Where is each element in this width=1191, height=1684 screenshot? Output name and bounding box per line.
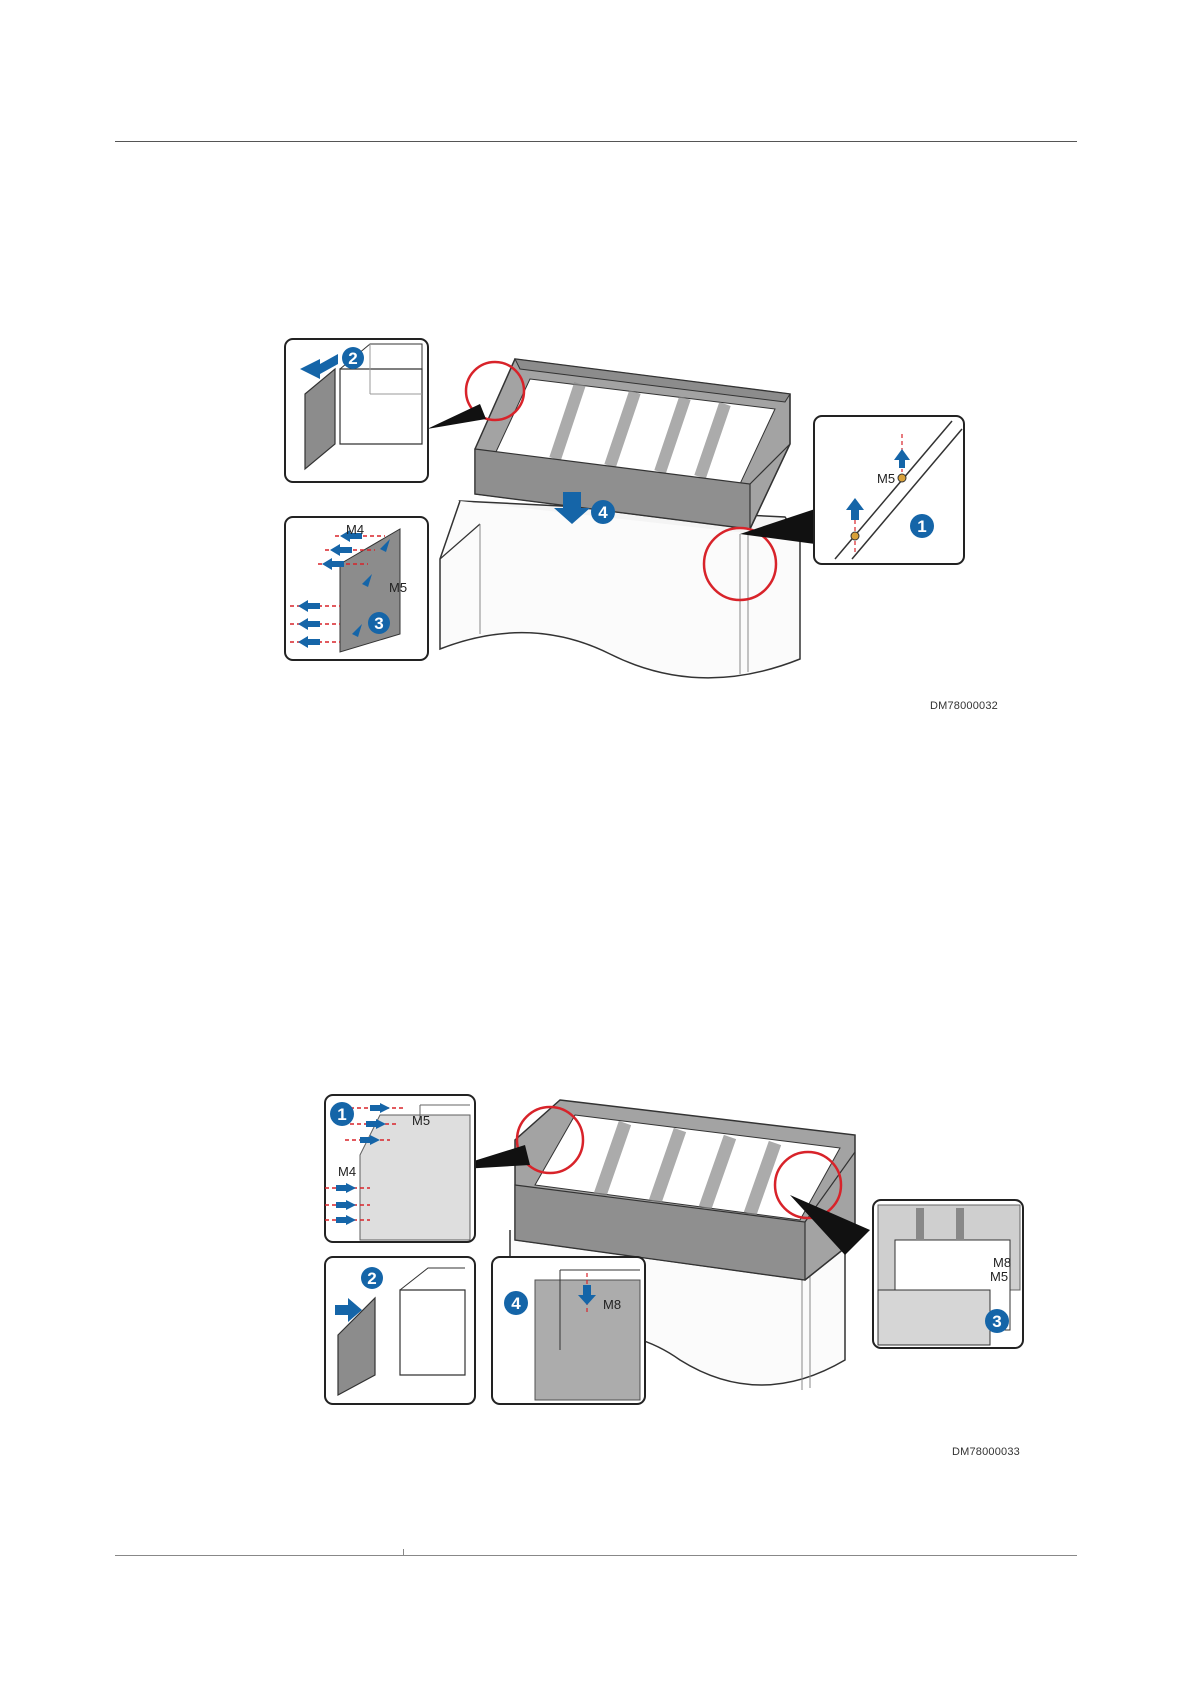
inset-step-2: 2 xyxy=(285,339,428,482)
step-2-number-2: 2 xyxy=(367,1269,376,1288)
step-3-number-2: 3 xyxy=(992,1312,1001,1331)
m5-label-inset2-1: M5 xyxy=(412,1113,430,1128)
header-rule xyxy=(115,141,1077,142)
inset2-step-4: M8 4 xyxy=(492,1257,645,1404)
callout-pointer-left xyxy=(427,404,486,429)
inset-step-1: M5 1 xyxy=(814,416,964,564)
m4-label: M4 xyxy=(346,522,364,537)
m4-label-2: M4 xyxy=(338,1164,356,1179)
inset2-step-1: M5 M4 1 xyxy=(325,1095,475,1242)
m5-label-inset1: M5 xyxy=(877,471,895,486)
figure-dm78000032: 4 2 xyxy=(280,334,1000,712)
inset2-step-2: 2 xyxy=(325,1257,475,1404)
figure-1-illustration: 4 2 xyxy=(280,334,1000,712)
step-1-number: 1 xyxy=(917,517,926,536)
m8-label-inset4: M8 xyxy=(603,1297,621,1312)
step-2-number: 2 xyxy=(348,349,357,368)
figure-id: DM78000032 xyxy=(930,700,998,712)
inset-step-3: M4 M5 3 xyxy=(285,517,428,660)
m5-label-inset3: M5 xyxy=(389,580,407,595)
figure-id-2: DM78000033 xyxy=(952,1446,1020,1458)
step-1-number-2: 1 xyxy=(337,1105,346,1124)
m5-label-inset3-2: M5 xyxy=(990,1269,1008,1284)
step-4-number: 4 xyxy=(598,503,608,522)
figure-2-illustration: M5 M4 1 2 M8 4 xyxy=(320,1090,1040,1458)
footer-rule-tick xyxy=(403,1549,404,1556)
step-4-number-2: 4 xyxy=(511,1294,521,1313)
m8-label-inset3: M8 xyxy=(993,1255,1011,1270)
step-3-number: 3 xyxy=(374,614,383,633)
footer-rule xyxy=(115,1555,1077,1556)
figure-dm78000033: M5 M4 1 2 M8 4 xyxy=(320,1090,1040,1458)
inset2-step-3: M8 M5 3 xyxy=(873,1200,1023,1348)
